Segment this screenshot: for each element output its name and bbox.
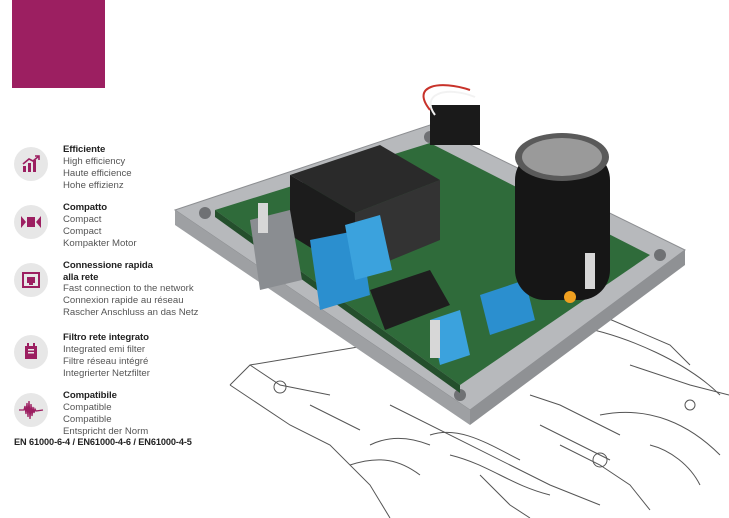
feature-title: Efficiente [63, 144, 106, 155]
product-photo [173, 84, 729, 518]
efficiency-chart-icon [14, 147, 48, 181]
network-connector-icon [14, 263, 48, 297]
feature-compact: Compatto Compact Compact Kompakter Motor [14, 202, 244, 260]
feature-efficiency: Efficiente High efficiency Haute efficie… [14, 144, 244, 202]
feature-line-fr: Connexion rapide au réseau [63, 295, 184, 306]
feature-line-en: Compact [63, 213, 102, 225]
compatibility-waveform-icon [14, 393, 48, 427]
feature-line-en: Integrated emi filter [63, 343, 146, 355]
feature-line-de: Entspricht der Norm [63, 425, 149, 437]
feature-line-en: Compatible [63, 401, 112, 413]
feature-title: Filtro rete integrato [63, 332, 149, 343]
feature-title: Compatibile [63, 390, 117, 401]
feature-line-de: Hohe effizienz [63, 179, 124, 191]
feature-title-line-1: Connessione rapida [63, 260, 153, 271]
compliance-norms: EN 61000-6-4 / EN61000-4-6 / EN61000-4-5 [14, 437, 192, 447]
brand-color-block [12, 0, 105, 88]
feature-line-en: High efficiency [63, 155, 126, 167]
feature-emi-filter: Filtro rete integrato Integrated emi fil… [14, 332, 244, 390]
compact-motor-icon [14, 205, 48, 239]
feature-list: Efficiente High efficiency Haute efficie… [14, 144, 244, 448]
feature-title-line-2: alla rete [63, 271, 99, 283]
emi-filter-icon [14, 335, 48, 369]
feature-title: Compatto [63, 202, 107, 213]
feature-line-fr: Compact [63, 225, 102, 237]
feature-compatible: Compatibile Compatible Compatible Entspr… [14, 390, 244, 448]
feature-line-fr: Compatible [63, 413, 112, 425]
feature-line-fr: Filtre réseau intégré [63, 355, 149, 367]
feature-network-connection: Connessione rapida alla rete Fast connec… [14, 260, 244, 332]
feature-line-de: Integrierter Netzfilter [63, 367, 150, 379]
feature-line-fr: Haute efficience [63, 167, 132, 179]
feature-line-en: Fast connection to the network [63, 283, 194, 294]
feature-line-de: Rascher Anschluss an das Netz [63, 307, 199, 318]
feature-line-de: Kompakter Motor [63, 237, 137, 249]
